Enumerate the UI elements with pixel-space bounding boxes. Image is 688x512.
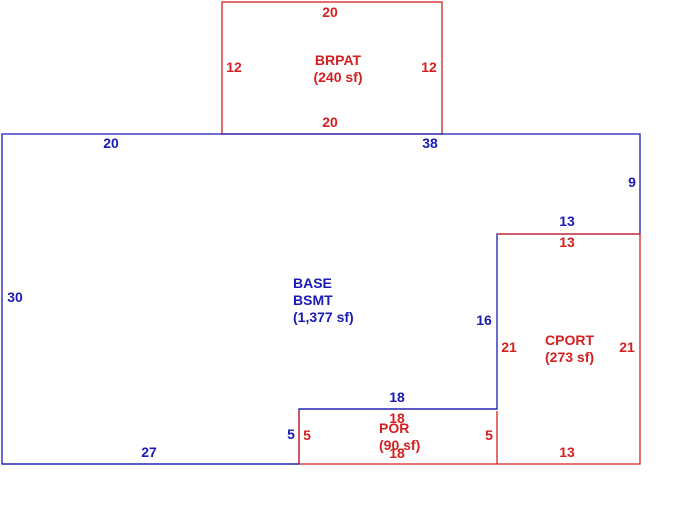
base-dim-top-left: 20 [103, 135, 119, 151]
por-dim-bottom: 18 [389, 445, 405, 461]
cport-outline [497, 233, 641, 465]
cport-dim-left: 21 [501, 339, 517, 355]
base-dim-right: 9 [628, 174, 636, 190]
cport-dim-bottom: 13 [559, 444, 575, 460]
por-dim-left: 5 [303, 427, 311, 443]
cport-dim-right: 21 [619, 339, 635, 355]
base-area: (1,377 sf) [293, 309, 354, 325]
cport-area: (273 sf) [545, 349, 594, 365]
base-dim-porch-top: 18 [389, 389, 405, 405]
base-sub: BSMT [293, 292, 333, 308]
base-dim-step: 13 [559, 213, 575, 229]
brpat-dim-bottom: 20 [322, 114, 338, 130]
brpat-dim-top: 20 [322, 4, 338, 20]
base-dim-bottom: 27 [141, 444, 157, 460]
brpat-dim-left: 12 [226, 59, 242, 75]
base-dim-top-right: 38 [422, 135, 438, 151]
base-dim-porch-side: 5 [287, 426, 295, 442]
por-area: (90 sf) [379, 437, 420, 453]
base-dim-left: 30 [7, 289, 23, 305]
brpat-dim-right: 12 [421, 59, 437, 75]
por-code: POR [379, 420, 409, 436]
brpat-area: (240 sf) [313, 69, 362, 85]
base-code: BASE [293, 275, 332, 291]
base-dim-inner: 16 [476, 312, 492, 328]
por-dim-top: 18 [389, 410, 405, 426]
cport-code: CPORT [545, 332, 594, 348]
por-dim-right: 5 [485, 427, 493, 443]
brpat-code: BRPAT [315, 52, 362, 68]
cport-dim-top: 13 [559, 234, 575, 250]
